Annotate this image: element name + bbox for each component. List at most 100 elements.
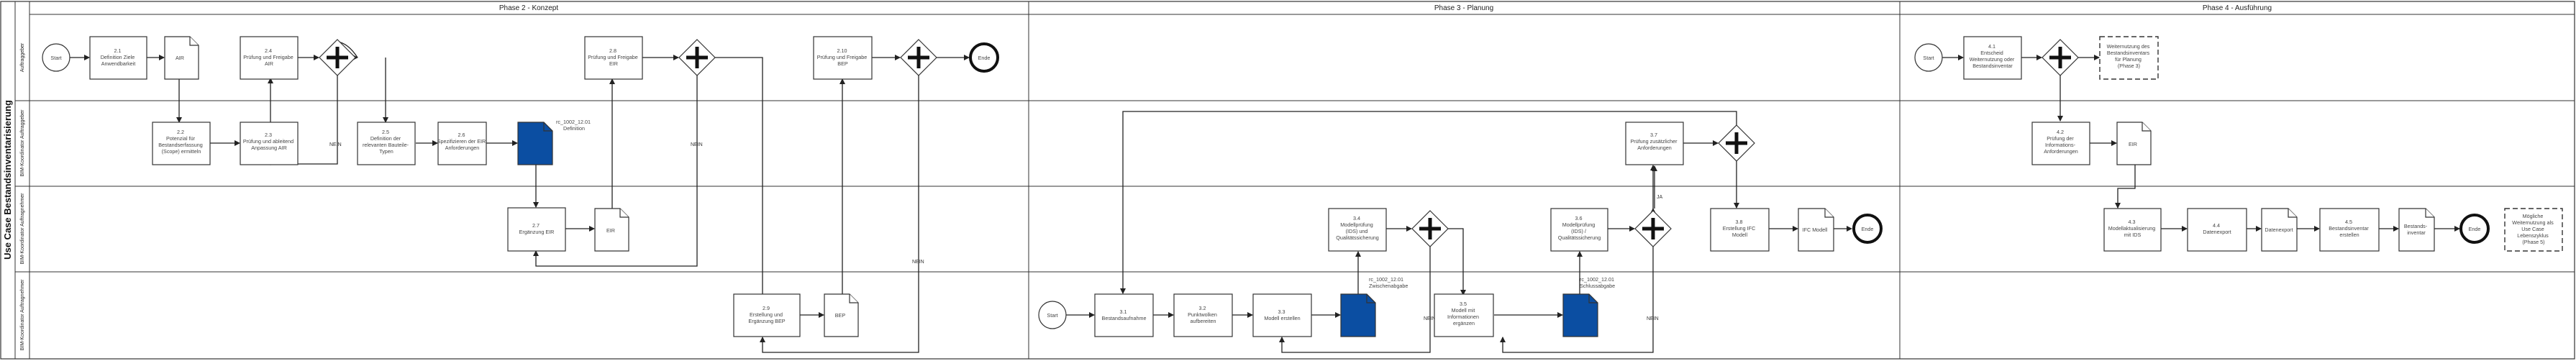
svg-text:2.9 Erstellung und: 2.9 Erstellung und Ergänzung BEP bbox=[748, 305, 785, 324]
pool-title: Use Case Bestandsinventarisierung bbox=[2, 100, 13, 260]
task-label: AIR bbox=[265, 60, 273, 67]
svg-text:2.4 Prüfung und Freigabe: 2.4 Prüfung und Freigabe AIR bbox=[243, 47, 295, 67]
task-label: Prüfung und Freigabe bbox=[588, 54, 638, 60]
task-label: 2.10 bbox=[837, 47, 847, 54]
flow-label-nein: NEIN bbox=[691, 142, 703, 147]
task-label: Bestandsinventar bbox=[2329, 225, 2369, 232]
end-event bbox=[1852, 214, 1883, 244]
document-label: Bestands- bbox=[2404, 223, 2428, 229]
svg-text:3.2 Punktwolken au: 3.2 Punktwolken aufbereiten bbox=[1188, 305, 1219, 324]
task-label: Ergänzung EIR bbox=[519, 229, 555, 235]
task-3-2: 3.2 Punktwolken aufbereiten bbox=[1173, 293, 1233, 337]
task-4-1: 4.1 Entscheid Weiternutzung oder Bestand… bbox=[1963, 36, 2022, 80]
task-label: Ergänzung BEP bbox=[748, 318, 785, 324]
task-label: Datenexport bbox=[2203, 229, 2231, 235]
task-label: Qualitätssicherung bbox=[1558, 234, 1601, 241]
flow-label-nein: NEIN bbox=[1424, 316, 1436, 321]
task-2-2: 2.2 Potenzial für Bestandserfassung (Sco… bbox=[152, 122, 211, 165]
task-label: 3.5 bbox=[1460, 301, 1467, 307]
document-schlussabgabe: rc_1002_12.01 Schlussabgabe bbox=[1562, 276, 1615, 337]
task-label: Anforderungen bbox=[445, 145, 480, 151]
document-eir: EIR bbox=[2116, 122, 2152, 165]
document-eir: EIR bbox=[594, 208, 629, 252]
task-label: Bestandserfassung bbox=[158, 142, 203, 148]
svg-text:rc_1002_12.01 Zwischenab: rc_1002_12.01 Zwischenabgabe bbox=[1369, 276, 1408, 289]
start-event bbox=[1038, 301, 1067, 329]
phase-4-header: Phase 4 - Ausführung bbox=[2203, 4, 2272, 12]
task-label: BEP bbox=[837, 60, 848, 67]
task-label: 3.7 bbox=[1650, 132, 1657, 138]
task-label: Anwendbarkeit bbox=[101, 60, 136, 67]
start-event bbox=[42, 43, 70, 72]
document-label: Zwischenabgabe bbox=[1369, 283, 1408, 289]
task-label: Erstellung und bbox=[750, 311, 783, 318]
flow-label-nein: NEIN bbox=[329, 142, 342, 147]
end-event-label: Ende bbox=[1862, 226, 1874, 232]
task-label: 3.2 bbox=[1199, 305, 1206, 311]
sequence-flows bbox=[69, 41, 2460, 353]
task-label: Prüfung und ableitend bbox=[243, 138, 293, 145]
task-label: (Scope) ermitteln bbox=[162, 148, 201, 155]
document-label: AIR bbox=[176, 55, 184, 61]
task-label: Punktwolken bbox=[1188, 311, 1217, 318]
task-label: Modell bbox=[1732, 232, 1748, 238]
task-label: Informationen bbox=[1447, 314, 1479, 320]
document-label: rc_1002_12.01 bbox=[556, 119, 591, 125]
task-3-6: 3.6 Modellprüfung (IDS) / Qualitätssiche… bbox=[1550, 208, 1608, 252]
dashed-reference-box: Weiternutzung des Bestandsinventars für … bbox=[2099, 36, 2159, 80]
svg-text:Weiternutzung des Bestan: Weiternutzung des Bestandsinventars für … bbox=[2107, 43, 2152, 69]
task-label: Modellaktualisierung bbox=[2108, 225, 2156, 232]
task-label: 2.2 bbox=[177, 129, 184, 135]
svg-text:2.2 Potenzial für: 2.2 Potenzial für Bestandserfassung (Sco… bbox=[158, 129, 204, 155]
reference-label: (Phase 3) bbox=[2118, 63, 2140, 69]
svg-text:Bestands- inventar: Bestands- inventar bbox=[2404, 223, 2429, 236]
task-label: 2.8 bbox=[609, 47, 616, 54]
task-label: Prüfung zusätzlicher bbox=[1630, 138, 1678, 145]
task-3-4: 3.4 Modellprüfung (IDS) und Qualitätssic… bbox=[1328, 208, 1387, 252]
svg-text:4.1 Entscheid Weit: 4.1 Entscheid Weiternutzung oder Bestand… bbox=[1970, 43, 2016, 69]
reference-label: Mögliche bbox=[2523, 213, 2544, 219]
svg-text:rc_1002_12.01 Definition: rc_1002_12.01 Definition bbox=[556, 119, 592, 132]
reference-label: (Phase 5) bbox=[2522, 239, 2544, 245]
gateway bbox=[1634, 210, 1672, 247]
reference-label: Use Case bbox=[2521, 226, 2544, 232]
document-label: rc_1002_12.01 bbox=[1369, 276, 1403, 283]
task-2-7: 2.7 Ergänzung EIR bbox=[507, 207, 566, 252]
task-4-5: 4.5 Bestandsinventar erstellen bbox=[2319, 208, 2380, 252]
task-label: Weiternutzung oder bbox=[1970, 56, 2015, 63]
svg-text:Mögliche Weiternutzung a: Mögliche Weiternutzung als Use Case Lebe… bbox=[2512, 213, 2554, 245]
gateway bbox=[678, 39, 716, 76]
task-2-9: 2.9 Erstellung und Ergänzung BEP bbox=[733, 293, 801, 337]
task-label: mit IDS bbox=[2124, 232, 2142, 238]
task-label: 3.8 bbox=[1736, 219, 1743, 225]
task-label: Prüfung und Freigabe bbox=[817, 54, 868, 60]
document-label: Schlussabgabe bbox=[1580, 283, 1615, 289]
task-label: Definition Ziele bbox=[101, 54, 135, 60]
reference-label: Weiternutzung des bbox=[2107, 43, 2150, 50]
svg-text:2.6 Spezifizieren der EI: 2.6 Spezifizieren der EIR Anforderungen bbox=[437, 132, 488, 151]
gateway bbox=[319, 39, 356, 76]
start-event-label: Start bbox=[50, 55, 61, 61]
task-label: Erstellung IFC bbox=[1723, 225, 1756, 232]
svg-text:2.5 Definition der: 2.5 Definition der relevanten Bauteile- … bbox=[363, 129, 410, 155]
reference-label: Weiternutzung als bbox=[2512, 219, 2554, 226]
task-label: Modellprüfung bbox=[1340, 221, 1373, 228]
flow-label-nein: NEIN bbox=[1647, 316, 1659, 321]
document-bestandsinventar: Bestands- inventar bbox=[2398, 208, 2435, 252]
task-4-4: 4.4 Datenexport bbox=[2187, 208, 2247, 252]
task-label: 2.4 bbox=[265, 47, 272, 54]
task-3-5: 3.5 Modell mit Informationen ergänzen bbox=[1434, 293, 1494, 337]
task-2-4: 2.4 Prüfung und Freigabe AIR bbox=[240, 36, 299, 80]
task-label: 2.9 bbox=[763, 305, 770, 311]
reference-label: Lebenszyklus bbox=[2517, 232, 2549, 239]
svg-text:2.7 Ergänzung EIR: 2.7 Ergänzung EIR bbox=[519, 222, 555, 235]
lane-label: Auftraggeber bbox=[20, 42, 25, 72]
task-label: 4.5 bbox=[2345, 219, 2352, 225]
task-label: 3.4 bbox=[1353, 215, 1360, 221]
task-label: Entscheid bbox=[1980, 50, 2003, 56]
svg-text:3.4 Modellprüfung: 3.4 Modellprüfung (IDS) und Qualitätssic… bbox=[1336, 215, 1379, 241]
task-label: 3.3 bbox=[1278, 309, 1285, 315]
task-label: Qualitätssicherung bbox=[1336, 234, 1379, 241]
task-label: Modellprüfung bbox=[1562, 221, 1596, 228]
